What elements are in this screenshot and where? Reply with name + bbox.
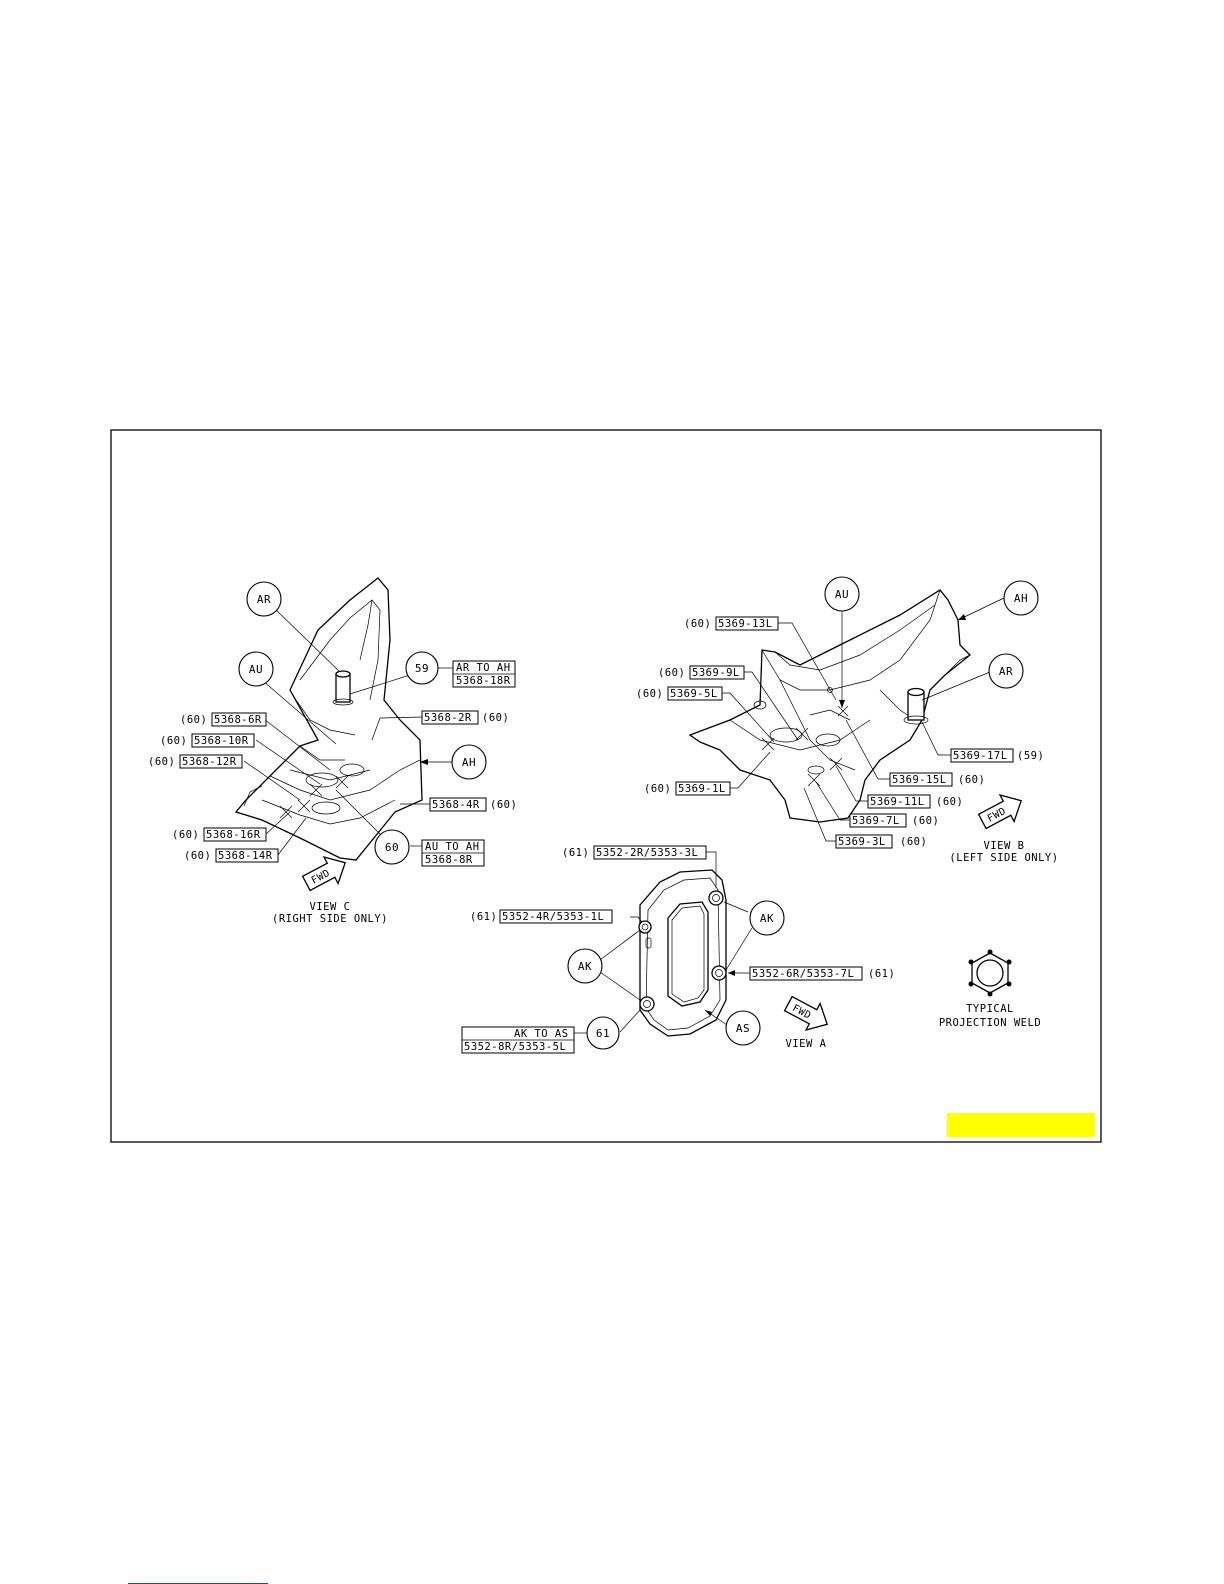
callout-ar-view-c — [246, 581, 282, 617]
label-5369-5l: 5369-5L — [670, 688, 718, 700]
view-b-subcaption: (LEFT SIDE ONLY) — [949, 852, 1058, 864]
label-5369-3l: 5369-3L — [838, 836, 886, 848]
view-c: AR AU 59 AH 60 AR TO AH 5368-18R AU TO A… — [148, 577, 517, 925]
weld-59-17l: (59) — [1017, 750, 1044, 762]
label-5369-15l: 5369-15L — [892, 774, 947, 786]
callout-as — [725, 1010, 761, 1046]
view-c-bracket-drawing — [234, 577, 423, 861]
label-5369-11l: 5369-11L — [870, 796, 925, 808]
callout-ak-right-label: AK — [760, 912, 774, 925]
callout-au-view-b — [824, 576, 860, 612]
box-60-line1: AU TO AH — [425, 841, 480, 853]
callout-ah-view-c — [451, 744, 487, 780]
label-5368-12r: 5368-12R — [182, 756, 237, 768]
label-5368-14r: 5368-14R — [218, 850, 273, 862]
view-a-caption: VIEW A — [786, 1038, 827, 1050]
callout-ak-right — [749, 900, 785, 936]
weld-60-9l: (60) — [658, 667, 685, 679]
highlight-block — [947, 1113, 1095, 1137]
callout-ah-view-c-label: AH — [462, 756, 476, 769]
callout-ak-left-label: AK — [578, 960, 592, 973]
projection-weld-line1: TYPICAL — [966, 1003, 1014, 1015]
weld-60-15l: (60) — [958, 774, 985, 786]
fwd-arrow-view-b: FWD — [977, 793, 1023, 830]
view-b-caption: VIEW B — [984, 840, 1025, 852]
weld-60-4r: (60) — [490, 799, 517, 811]
view-c-caption: VIEW C — [310, 901, 351, 913]
weld-60-10r: (60) — [160, 735, 187, 747]
weld-60-14r: (60) — [184, 850, 211, 862]
weld-60-2r: (60) — [482, 712, 509, 724]
view-c-subcaption: (RIGHT SIDE ONLY) — [272, 913, 388, 925]
weld-60-7l: (60) — [912, 815, 939, 827]
box-60-line2: 5368-8R — [425, 854, 473, 866]
callout-ar-view-b — [988, 653, 1024, 689]
callout-ar-view-b-label: AR — [999, 665, 1013, 678]
weld-60-13l: (60) — [684, 618, 711, 630]
callout-au-view-c-label: AU — [249, 663, 263, 676]
label-5352-6r: 5352-6R/5353-7L — [752, 968, 854, 980]
callout-ah-view-b-label: AH — [1014, 592, 1028, 605]
view-b: AU AH AR (60) 5369-13L (60) 5369-9L (60)… — [636, 576, 1058, 864]
label-5369-17l: 5369-17L — [953, 750, 1008, 762]
callout-ak-left — [567, 948, 603, 984]
label-5368-16r: 5368-16R — [206, 829, 261, 841]
view-a: AK AK 61 AS (61) 5352-2R/5353-3L (61) 53… — [461, 845, 895, 1054]
weld-60-16r: (60) — [172, 829, 199, 841]
projection-weld-line2: PROJECTION WELD — [939, 1017, 1041, 1029]
weld-61-top: (61) — [562, 847, 589, 859]
label-5352-2r: 5352-2R/5353-3L — [596, 847, 698, 859]
weld-60-5l: (60) — [636, 688, 663, 700]
callout-61-label: 61 — [596, 1027, 610, 1040]
callout-au-view-b-label: AU — [835, 588, 849, 601]
label-5368-6r: 5368-6R — [214, 714, 262, 726]
drawing-frame — [110, 429, 1102, 1143]
callout-au-view-c — [238, 651, 274, 687]
callout-ah-view-b — [1003, 580, 1039, 616]
weld-60-6r: (60) — [180, 714, 207, 726]
projection-weld-nut-drawing — [968, 949, 1012, 997]
fwd-arrow-view-c: FWD — [301, 855, 347, 892]
callout-59 — [405, 651, 439, 685]
callout-60 — [374, 829, 410, 865]
label-5369-7l: 5369-7L — [852, 815, 900, 827]
weld-60-3l: (60) — [900, 836, 927, 848]
box-61-line2: 5352-8R/5353-5L — [464, 1041, 566, 1053]
callout-as-label: AS — [736, 1022, 750, 1035]
label-5368-4r: 5368-4R — [432, 799, 480, 811]
callout-59-label: 59 — [415, 662, 429, 675]
callout-61 — [586, 1016, 620, 1050]
box-59-line2: 5368-18R — [456, 675, 511, 687]
weld-60-1l: (60) — [644, 783, 671, 795]
label-5369-9l: 5369-9L — [692, 667, 740, 679]
callout-ar-view-c-label: AR — [257, 593, 271, 606]
callout-60-label: 60 — [385, 841, 399, 854]
projection-weld-detail: TYPICAL PROJECTION WELD — [939, 949, 1041, 1029]
weld-61-right: (61) — [868, 968, 895, 980]
label-5368-10r: 5368-10R — [194, 735, 249, 747]
weld-60-11l: (60) — [936, 796, 963, 808]
fwd-arrow-view-a: FWD — [783, 995, 829, 1032]
label-5369-1l: 5369-1L — [678, 783, 726, 795]
weld-61-left: (61) — [470, 911, 497, 923]
label-5369-13l: 5369-13L — [718, 618, 773, 630]
label-5352-4r: 5352-4R/5353-1L — [502, 911, 604, 923]
box-59-line1: AR TO AH — [456, 662, 511, 674]
box-61-line1: AK TO AS — [514, 1028, 569, 1040]
view-a-plate-drawing — [638, 869, 727, 1037]
label-5368-2r: 5368-2R — [424, 712, 472, 724]
weld-60-12r: (60) — [148, 756, 175, 768]
